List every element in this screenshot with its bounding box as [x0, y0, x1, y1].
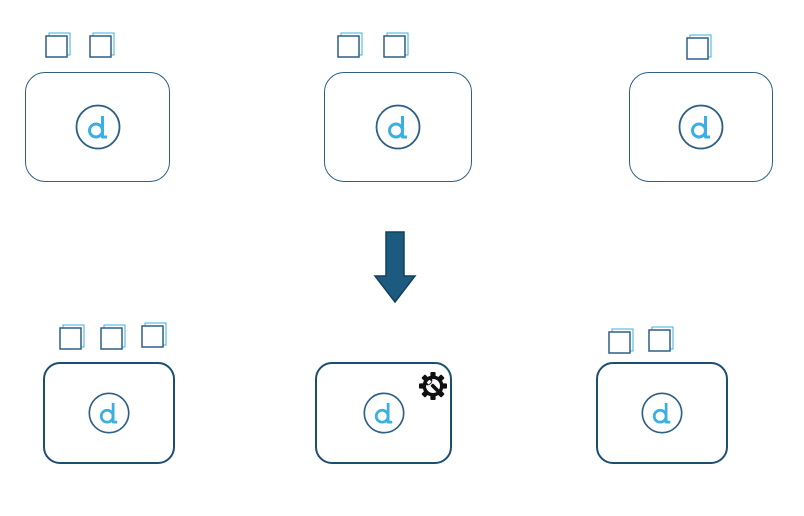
container-stack-icon: [686, 34, 712, 60]
container-stack-icon: [648, 326, 674, 352]
d-logo-icon: [375, 104, 421, 150]
node-6: [596, 362, 728, 464]
container-stack-icon: [337, 32, 363, 58]
d-logo-icon: [88, 392, 130, 434]
d-logo-icon: [75, 104, 120, 150]
container-stack-icon: [608, 328, 634, 354]
d-logo-icon: [362, 392, 405, 434]
node-1: [25, 72, 170, 182]
node-3: [629, 72, 773, 182]
d-logo-icon: [678, 104, 724, 150]
gear-wrench-icon: [419, 372, 447, 400]
down-arrow-icon: [373, 231, 417, 304]
container-stack-icon: [383, 32, 409, 58]
container-stack-icon: [45, 32, 71, 58]
node-2: [324, 72, 472, 182]
node-5: [315, 362, 452, 464]
container-stack-icon: [89, 32, 115, 58]
container-stack-icon: [100, 324, 126, 350]
container-stack-icon: [59, 324, 85, 350]
container-stack-icon: [141, 322, 167, 348]
d-logo-icon: [641, 392, 683, 434]
node-4: [43, 362, 175, 464]
